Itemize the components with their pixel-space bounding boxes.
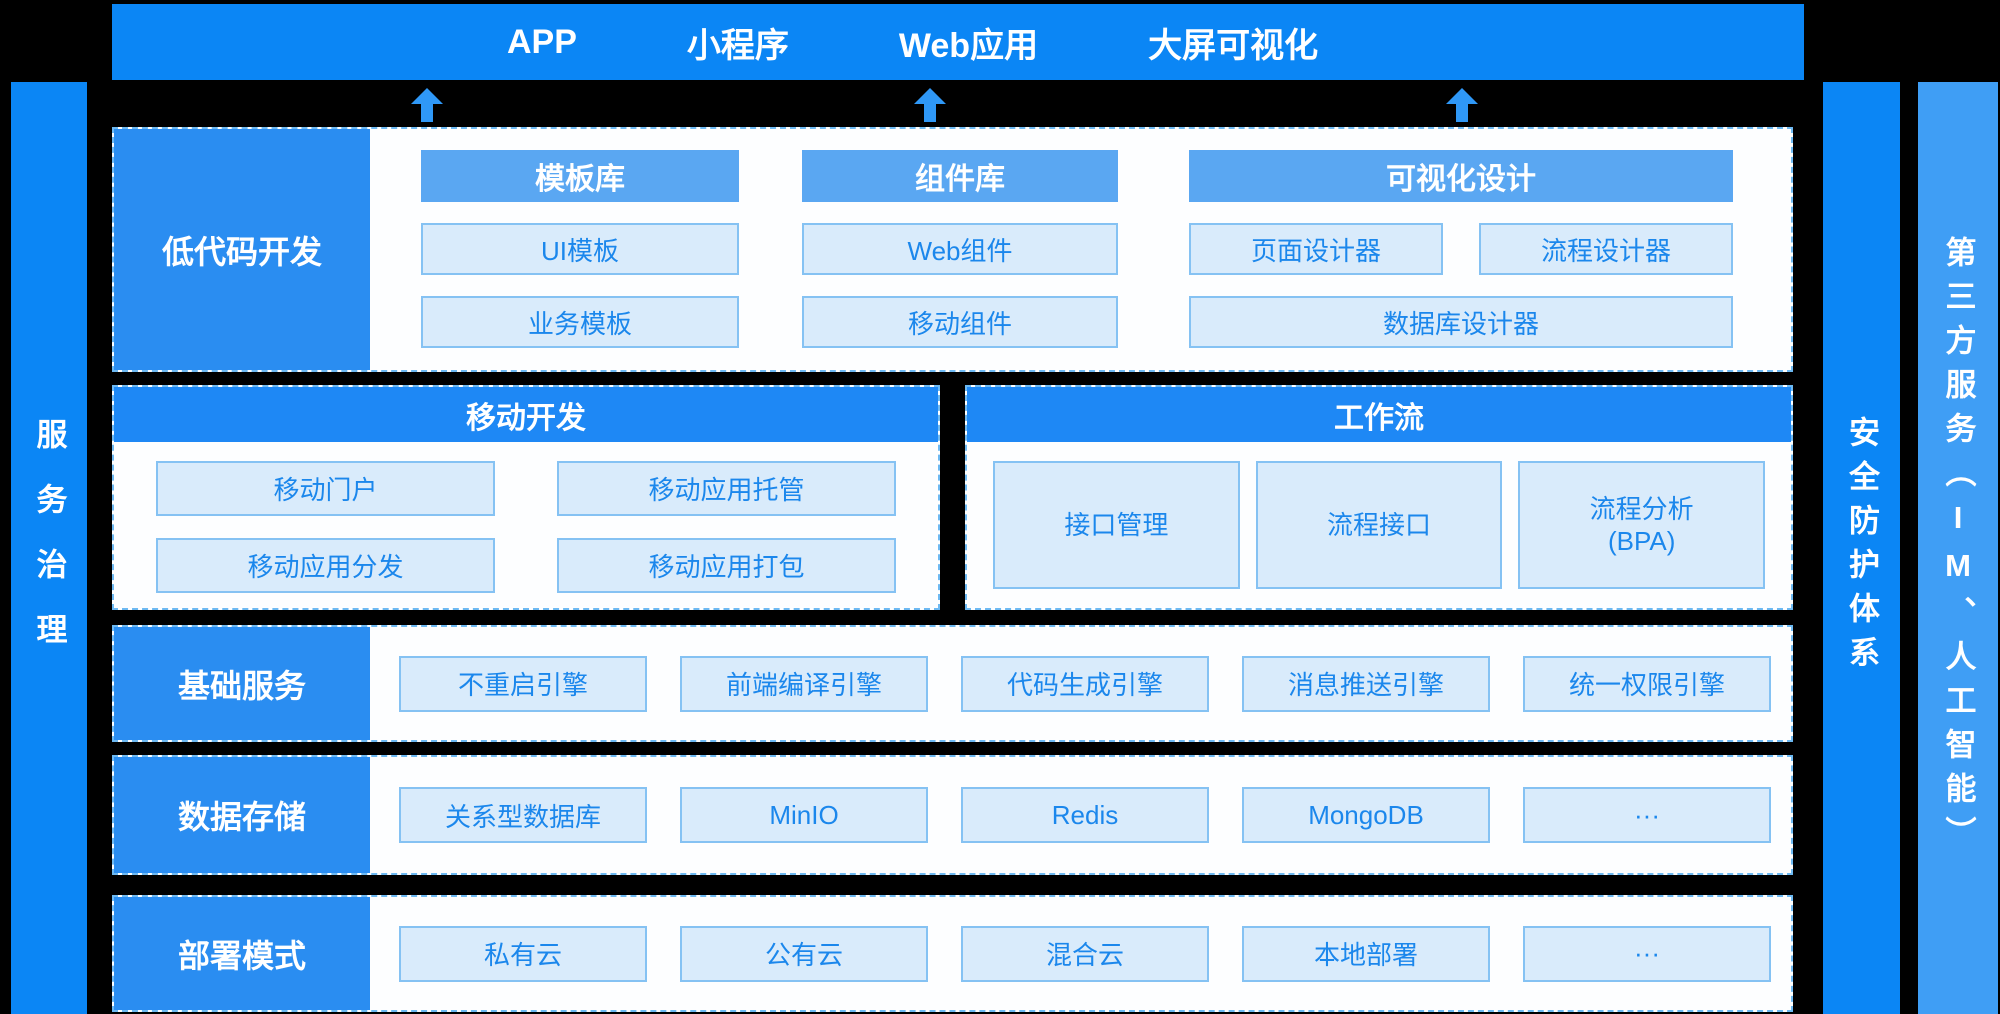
deployment-panel: 部署模式 私有云 公有云 混合云 本地部署 ··· xyxy=(112,895,1793,1012)
mobile-dev-panel: 移动开发 移动门户 移动应用托管 移动应用分发 移动应用打包 xyxy=(112,385,940,610)
diagram-node-private-cloud: 私有云 xyxy=(399,925,647,982)
diagram-node-ui-template: UI模板 xyxy=(421,223,739,275)
diagram-node-minio: MinIO xyxy=(680,787,928,843)
diagram-node-local-deploy: 本地部署 xyxy=(1242,925,1490,982)
up-arrow-icon xyxy=(410,88,444,122)
diagram-node-redis: Redis xyxy=(961,787,1209,843)
client-bigscreen: 大屏可视化 xyxy=(1148,26,1319,65)
process-analysis-line1: 流程分析 xyxy=(1589,493,1694,524)
diagram-node-storage-more: ··· xyxy=(1523,787,1771,843)
process-analysis-line2: (BPA) xyxy=(1607,526,1676,556)
diagram-node-page-designer: 页面设计器 xyxy=(1189,223,1443,275)
diagram-node-mongodb: MongoDB xyxy=(1242,787,1490,843)
data-storage-label: 数据存储 xyxy=(114,757,370,873)
third-party-services-bar: 第三方服务（IM、人工智能） xyxy=(1918,82,1998,1014)
diagram-node-mobile-app-packaging: 移动应用打包 xyxy=(557,538,896,593)
diagram-node-process-interface: 流程接口 xyxy=(1255,461,1503,589)
security-protection-bar: 安全防护体系 xyxy=(1823,82,1900,1014)
diagram-node-interface-management: 接口管理 xyxy=(993,461,1240,589)
mobile-dev-header: 移动开发 xyxy=(114,387,938,442)
template-library-header: 模板库 xyxy=(421,150,739,202)
third-party-services-label: 第三方服务（IM、人工智能） xyxy=(1940,236,1976,860)
base-services-label: 基础服务 xyxy=(114,627,370,740)
diagram-node-db-designer: 数据库设计器 xyxy=(1189,296,1733,348)
diagram-node-deploy-more: ··· xyxy=(1523,925,1771,982)
visual-design-header: 可视化设计 xyxy=(1189,150,1733,202)
service-governance-bar: 服务治理 xyxy=(11,82,87,1014)
client-mini-program: 小程序 xyxy=(686,26,789,65)
diagram-node-mobile-app-hosting: 移动应用托管 xyxy=(557,461,896,516)
data-storage-panel: 数据存储 关系型数据库 MinIO Redis MongoDB ··· xyxy=(112,755,1793,875)
diagram-node-business-template: 业务模板 xyxy=(421,296,739,348)
base-services-panel: 基础服务 不重启引擎 前端编译引擎 代码生成引擎 消息推送引擎 统一权限引擎 xyxy=(112,625,1793,742)
workflow-header: 工作流 xyxy=(967,387,1791,442)
component-library-group: 组件库 Web组件 移动组件 xyxy=(802,150,1118,348)
client-web-app: Web应用 xyxy=(898,26,1039,65)
diagram-node-no-restart-engine: 不重启引擎 xyxy=(399,655,647,712)
diagram-node-code-generation-engine: 代码生成引擎 xyxy=(961,655,1209,712)
up-arrow-icon xyxy=(913,88,947,122)
diagram-node-public-cloud: 公有云 xyxy=(680,925,928,982)
diagram-node-message-push-engine: 消息推送引擎 xyxy=(1242,655,1490,712)
top-clients-bar: APP 小程序 Web应用 大屏可视化 xyxy=(112,4,1804,80)
diagram-node-mobile-component: 移动组件 xyxy=(802,296,1118,348)
diagram-node-flow-designer: 流程设计器 xyxy=(1479,223,1733,275)
diagram-node-web-component: Web组件 xyxy=(802,223,1118,275)
diagram-node-mobile-portal: 移动门户 xyxy=(156,461,495,516)
visual-design-group: 可视化设计 页面设计器 流程设计器 数据库设计器 xyxy=(1189,150,1733,348)
template-library-group: 模板库 UI模板 业务模板 xyxy=(421,150,739,348)
diagram-node-mobile-app-distribution: 移动应用分发 xyxy=(156,538,495,593)
security-protection-label: 安全防护体系 xyxy=(1844,416,1879,680)
deployment-label: 部署模式 xyxy=(114,897,370,1010)
lowcode-row-label: 低代码开发 xyxy=(114,129,370,370)
lowcode-row-panel: 低代码开发 模板库 UI模板 业务模板 组件库 Web组件 移动组件 可视化设计… xyxy=(112,127,1793,372)
up-arrow-icon xyxy=(1445,88,1479,122)
service-governance-label: 服务治理 xyxy=(31,418,67,678)
diagram-node-process-analysis-bpa: 流程分析 (BPA) xyxy=(1518,461,1766,589)
diagram-node-relational-db: 关系型数据库 xyxy=(399,787,647,843)
component-library-header: 组件库 xyxy=(802,150,1118,202)
workflow-panel: 工作流 接口管理 流程接口 流程分析 (BPA) xyxy=(965,385,1793,610)
diagram-node-frontend-compile-engine: 前端编译引擎 xyxy=(680,655,928,712)
diagram-node-unified-permission-engine: 统一权限引擎 xyxy=(1523,655,1771,712)
client-app: APP xyxy=(507,22,577,61)
diagram-node-hybrid-cloud: 混合云 xyxy=(961,925,1209,982)
